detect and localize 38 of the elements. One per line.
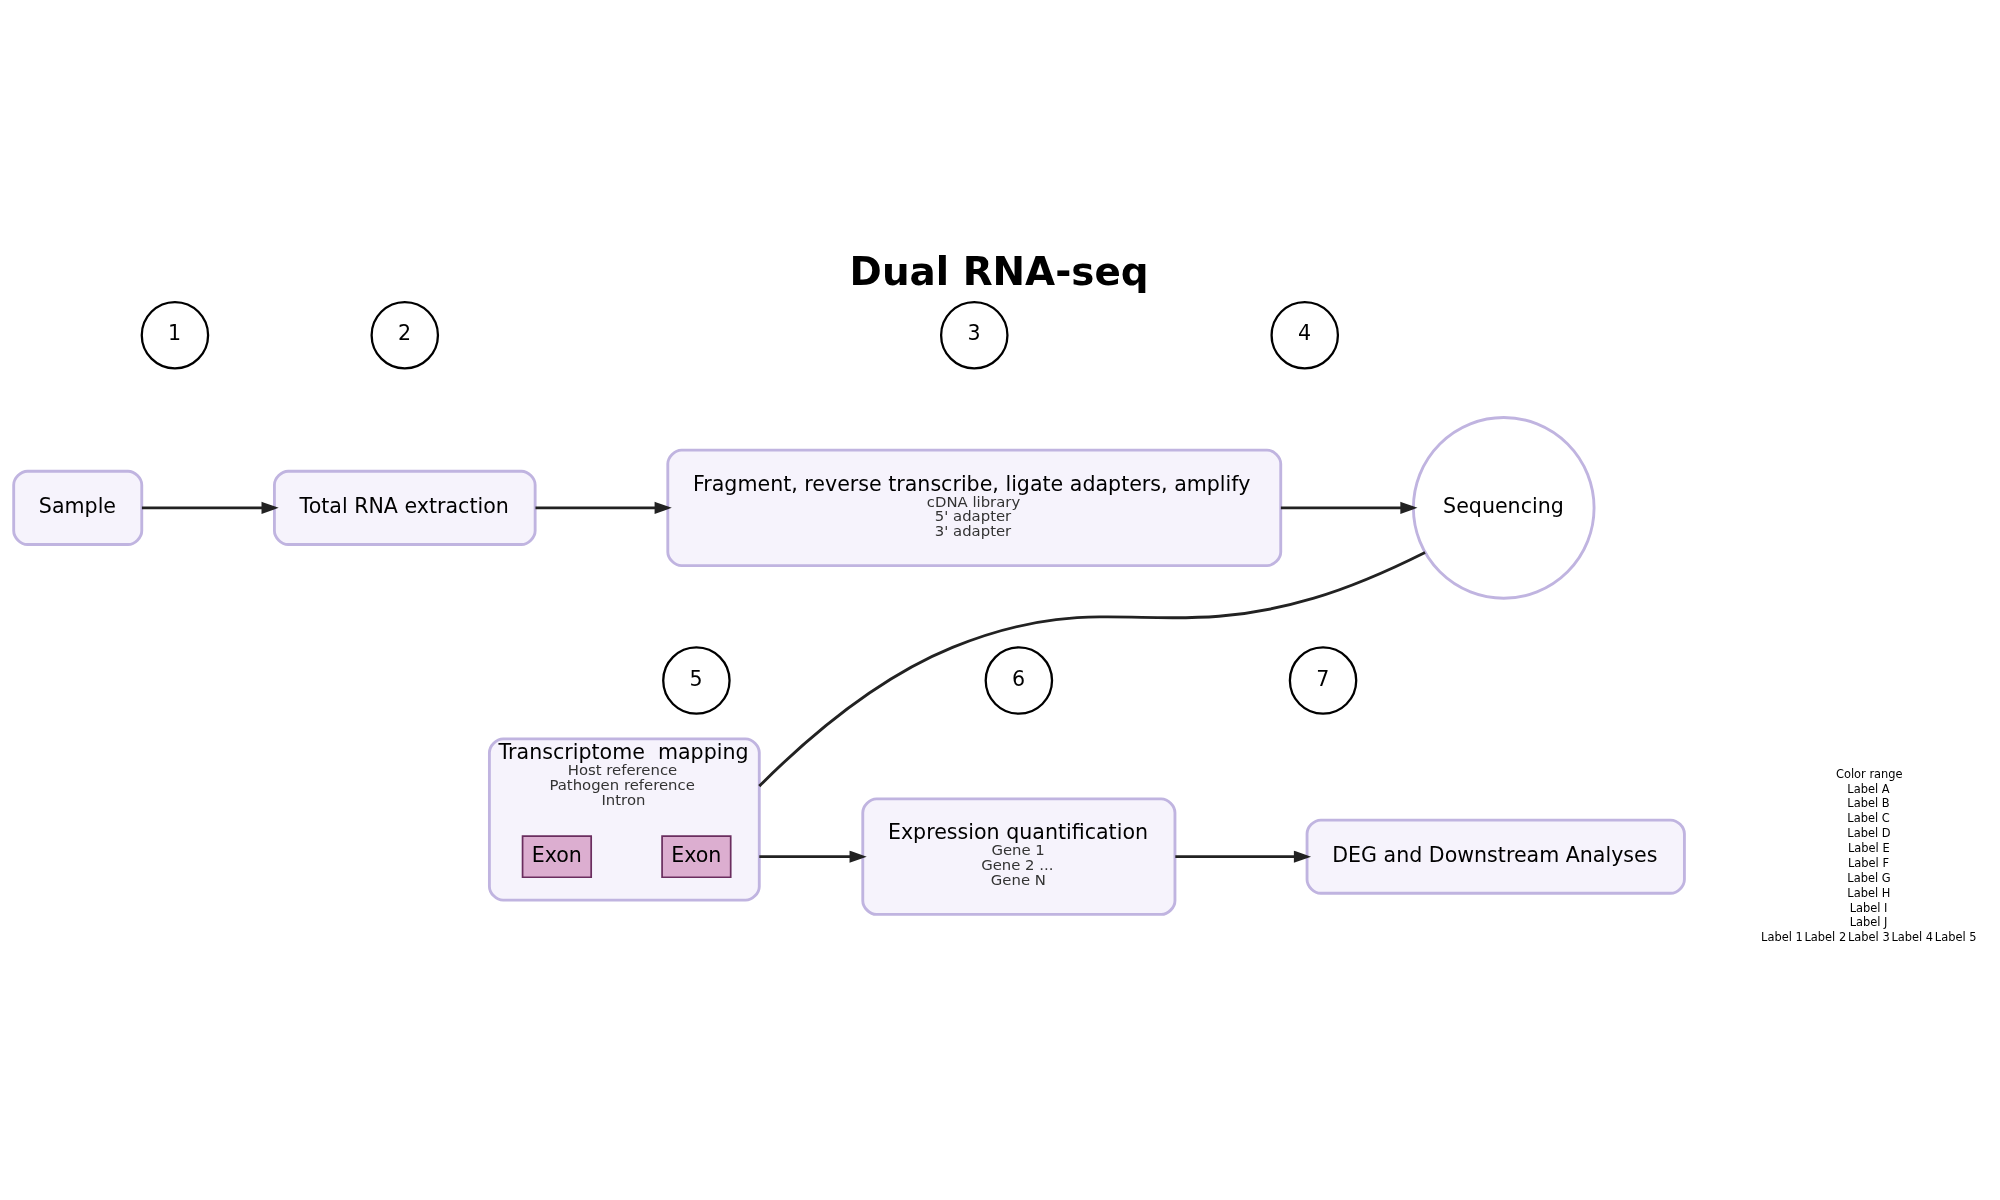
label: Label D: [1847, 825, 1891, 840]
connector: [758, 550, 1426, 787]
label: Label J: [1849, 914, 1888, 929]
node-circle: 2: [370, 300, 440, 369]
label: Label G: [1847, 870, 1891, 885]
label: Label 1: [1761, 929, 1803, 944]
node-box: DEG and Downstream Analyses: [1305, 818, 1686, 895]
label: Label H: [1847, 885, 1891, 900]
node-box: Fragment, reverse transcribe, ligate adapters, amplify cDNA library 5' adapter 3' adapter: [666, 448, 1283, 567]
arrow: [535, 501, 672, 514]
label: Color range: [1835, 766, 1903, 781]
arrow: [1175, 850, 1312, 863]
node-circle: 1: [140, 300, 210, 369]
node-circle: 7: [1288, 645, 1358, 715]
label: Label B: [1847, 795, 1890, 810]
label: Label A: [1847, 781, 1890, 796]
node-circle: 4: [1270, 300, 1340, 369]
label: Label C: [1847, 810, 1890, 825]
node-circle: Sequencing: [1411, 415, 1596, 600]
label: Label I: [1849, 900, 1888, 915]
node-box: Exon: [521, 834, 593, 878]
node-box: Expression quantification Gene 1 Gene 2 ... Gene N: [861, 797, 1177, 916]
arrow: [141, 501, 279, 514]
label: Label 3: [1847, 929, 1890, 944]
node-circle: 5: [662, 645, 731, 715]
label: Label 2: [1804, 929, 1847, 944]
label: Label 5: [1934, 929, 1977, 944]
label: Label E: [1847, 840, 1890, 855]
label: Label 4: [1891, 929, 1934, 944]
label: Label F: [1847, 855, 1889, 870]
node-box: Total RNA extraction: [273, 469, 537, 546]
node-circle: 3: [939, 300, 1009, 369]
node-box: Sample: [12, 469, 144, 546]
arrow: [1280, 501, 1418, 514]
node-box: Exon: [661, 834, 732, 878]
node-circle: 6: [984, 645, 1054, 715]
arrow: [759, 850, 867, 863]
diagram-title: Dual RNA-seq: [849, 248, 1149, 294]
